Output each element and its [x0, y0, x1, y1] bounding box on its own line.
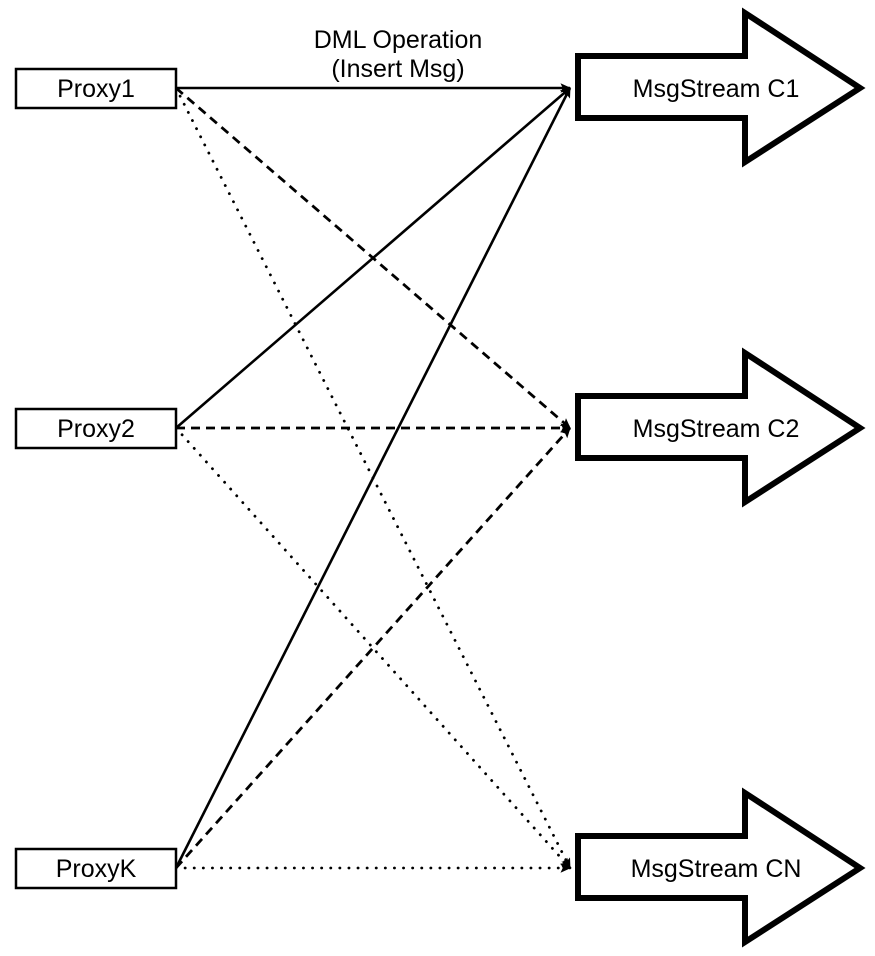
edge-layer [174, 83, 572, 873]
edge-proxyk-to-msgstream-c1 [174, 87, 572, 869]
annotation-line-2: (Insert Msg) [331, 55, 464, 83]
msgstream-c1-label: MsgStream C1 [633, 75, 800, 103]
annotation-line-1: DML Operation [314, 26, 483, 54]
proxyk-label: ProxyK [56, 855, 137, 883]
edge-proxyk-to-msgstream-c2 [174, 427, 572, 869]
edge-proxy2-to-msgstream-cn [174, 426, 572, 870]
proxy-node-proxyk[interactable]: ProxyK [14, 847, 178, 890]
proxyk-box[interactable] [14, 847, 178, 890]
msgstream-cn-label: MsgStream CN [631, 855, 802, 883]
proxy-node-proxy2[interactable]: Proxy2 [14, 407, 178, 450]
edge-proxy2-to-msgstream-c1 [175, 87, 571, 429]
proxy2-box[interactable] [14, 407, 178, 450]
msgstream-c2-label: MsgStream C2 [633, 415, 800, 443]
proxy1-label: Proxy1 [57, 75, 135, 103]
msgstream-node-cn[interactable]: MsgStream CN [575, 787, 866, 948]
msgstream-node-c2[interactable]: MsgStream C2 [575, 347, 866, 508]
proxy1-box[interactable] [14, 67, 178, 110]
msgstream-cn-arrow-shape[interactable] [575, 787, 866, 948]
msgstream-c1-arrow-shape[interactable] [575, 7, 866, 168]
proxy2-label: Proxy2 [57, 415, 135, 443]
proxy-node-proxy1[interactable]: Proxy1 [14, 67, 178, 110]
msgstream-node-c1[interactable]: MsgStream C1 [575, 7, 866, 168]
msgstream-c2-arrow-shape[interactable] [575, 347, 866, 508]
dml-operation-annotation: DML Operation (Insert Msg) [314, 26, 483, 83]
